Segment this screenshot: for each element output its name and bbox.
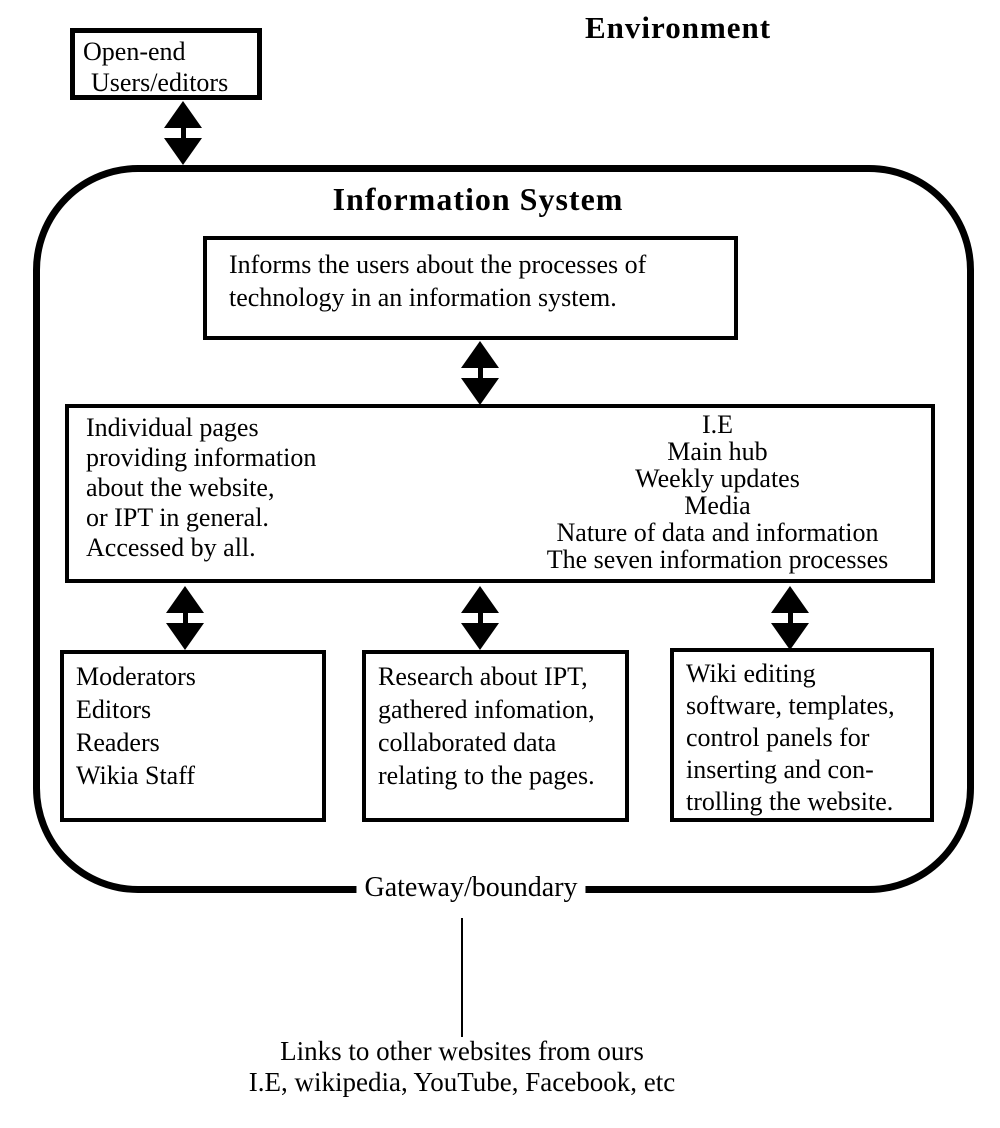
gateway-link-line [461,918,463,1037]
arrowhead-down-icon [461,623,499,650]
moderators-line: Moderators [76,662,196,691]
arrowhead-down-icon [164,138,202,165]
pages-list: I.E Main hub Weekly updates Media Nature… [504,408,931,579]
wiki-line: software, templates, [686,691,895,720]
arrowhead-down-icon [166,623,204,650]
arrow-stem [180,128,186,138]
research-line: relating to the pages. [378,761,595,790]
arrowhead-up-icon [771,586,809,613]
research-line: Research about IPT, [378,662,588,691]
gateway-boundary-label: Gateway/boundary [356,872,586,904]
pages-line: Individual pages [86,413,259,442]
research-line: collaborated data [378,728,557,757]
wiki-editing-box: Wiki editing software, templates, contro… [670,648,934,822]
informs-line1: Informs the users about the processes of [229,250,647,279]
open-end-line2: Users/editors [91,68,229,97]
pages-line: or IPT in general. [86,503,269,532]
pages-list-item: The seven information processes [546,545,889,574]
pages-list-item: Weekly updates [635,464,800,493]
arrowhead-up-icon [461,341,499,368]
pages-list-item: Media [684,491,751,520]
pages-list-item: I.E [701,410,734,439]
pages-line: providing information [86,443,317,472]
pages-description: Individual pages providing information a… [69,408,504,579]
arrow-stem [477,613,483,623]
wiki-line: trolling the website. [686,787,894,816]
external-links-text: Links to other websites from ours I.E, w… [249,1036,675,1098]
pages-list-item: Nature of data and information [556,518,879,547]
pages-list-item: Main hub [667,437,768,466]
arrow-informs-pages-icon [461,341,499,405]
wiki-line: Wiki editing [686,659,816,688]
arrow-pages-moderators-icon [166,586,204,650]
arrow-stem [182,613,188,623]
arrowhead-up-icon [166,586,204,613]
informs-line2: technology in an information system. [229,283,617,312]
informs-users-box: Informs the users about the processes of… [203,236,738,340]
external-links-line2: I.E, wikipedia, YouTube, Facebook, etc [248,1067,676,1097]
moderators-line: Editors [76,695,152,724]
research-box: Research about IPT, gathered infomation,… [362,650,629,822]
information-system-title: Information System [332,181,624,217]
wiki-line: inserting and con- [686,755,874,784]
arrow-users-system-icon [164,101,202,165]
arrowhead-down-icon [461,378,499,405]
moderators-box: Moderators Editors Readers Wikia Staff [60,650,326,822]
arrow-pages-research-icon [461,586,499,650]
arrowhead-up-icon [164,101,202,128]
research-line: gathered infomation, [378,695,595,724]
pages-line: about the website, [86,473,275,502]
open-end-line1: Open-end [83,37,186,66]
external-links-line1: Links to other websites from ours [280,1036,644,1066]
wiki-line: control panels for [686,723,870,752]
arrowhead-down-icon [771,623,809,650]
environment-label: Environment [585,10,772,45]
arrow-stem [477,368,483,378]
individual-pages-box: Individual pages providing information a… [65,404,935,583]
arrow-pages-wiki-icon [771,586,809,650]
moderators-line: Wikia Staff [76,761,196,790]
open-end-users-box: Open-end Users/editors [70,28,262,100]
arrowhead-up-icon [461,586,499,613]
arrow-stem [787,613,793,623]
pages-line: Accessed by all. [86,533,256,562]
moderators-line: Readers [76,728,160,757]
